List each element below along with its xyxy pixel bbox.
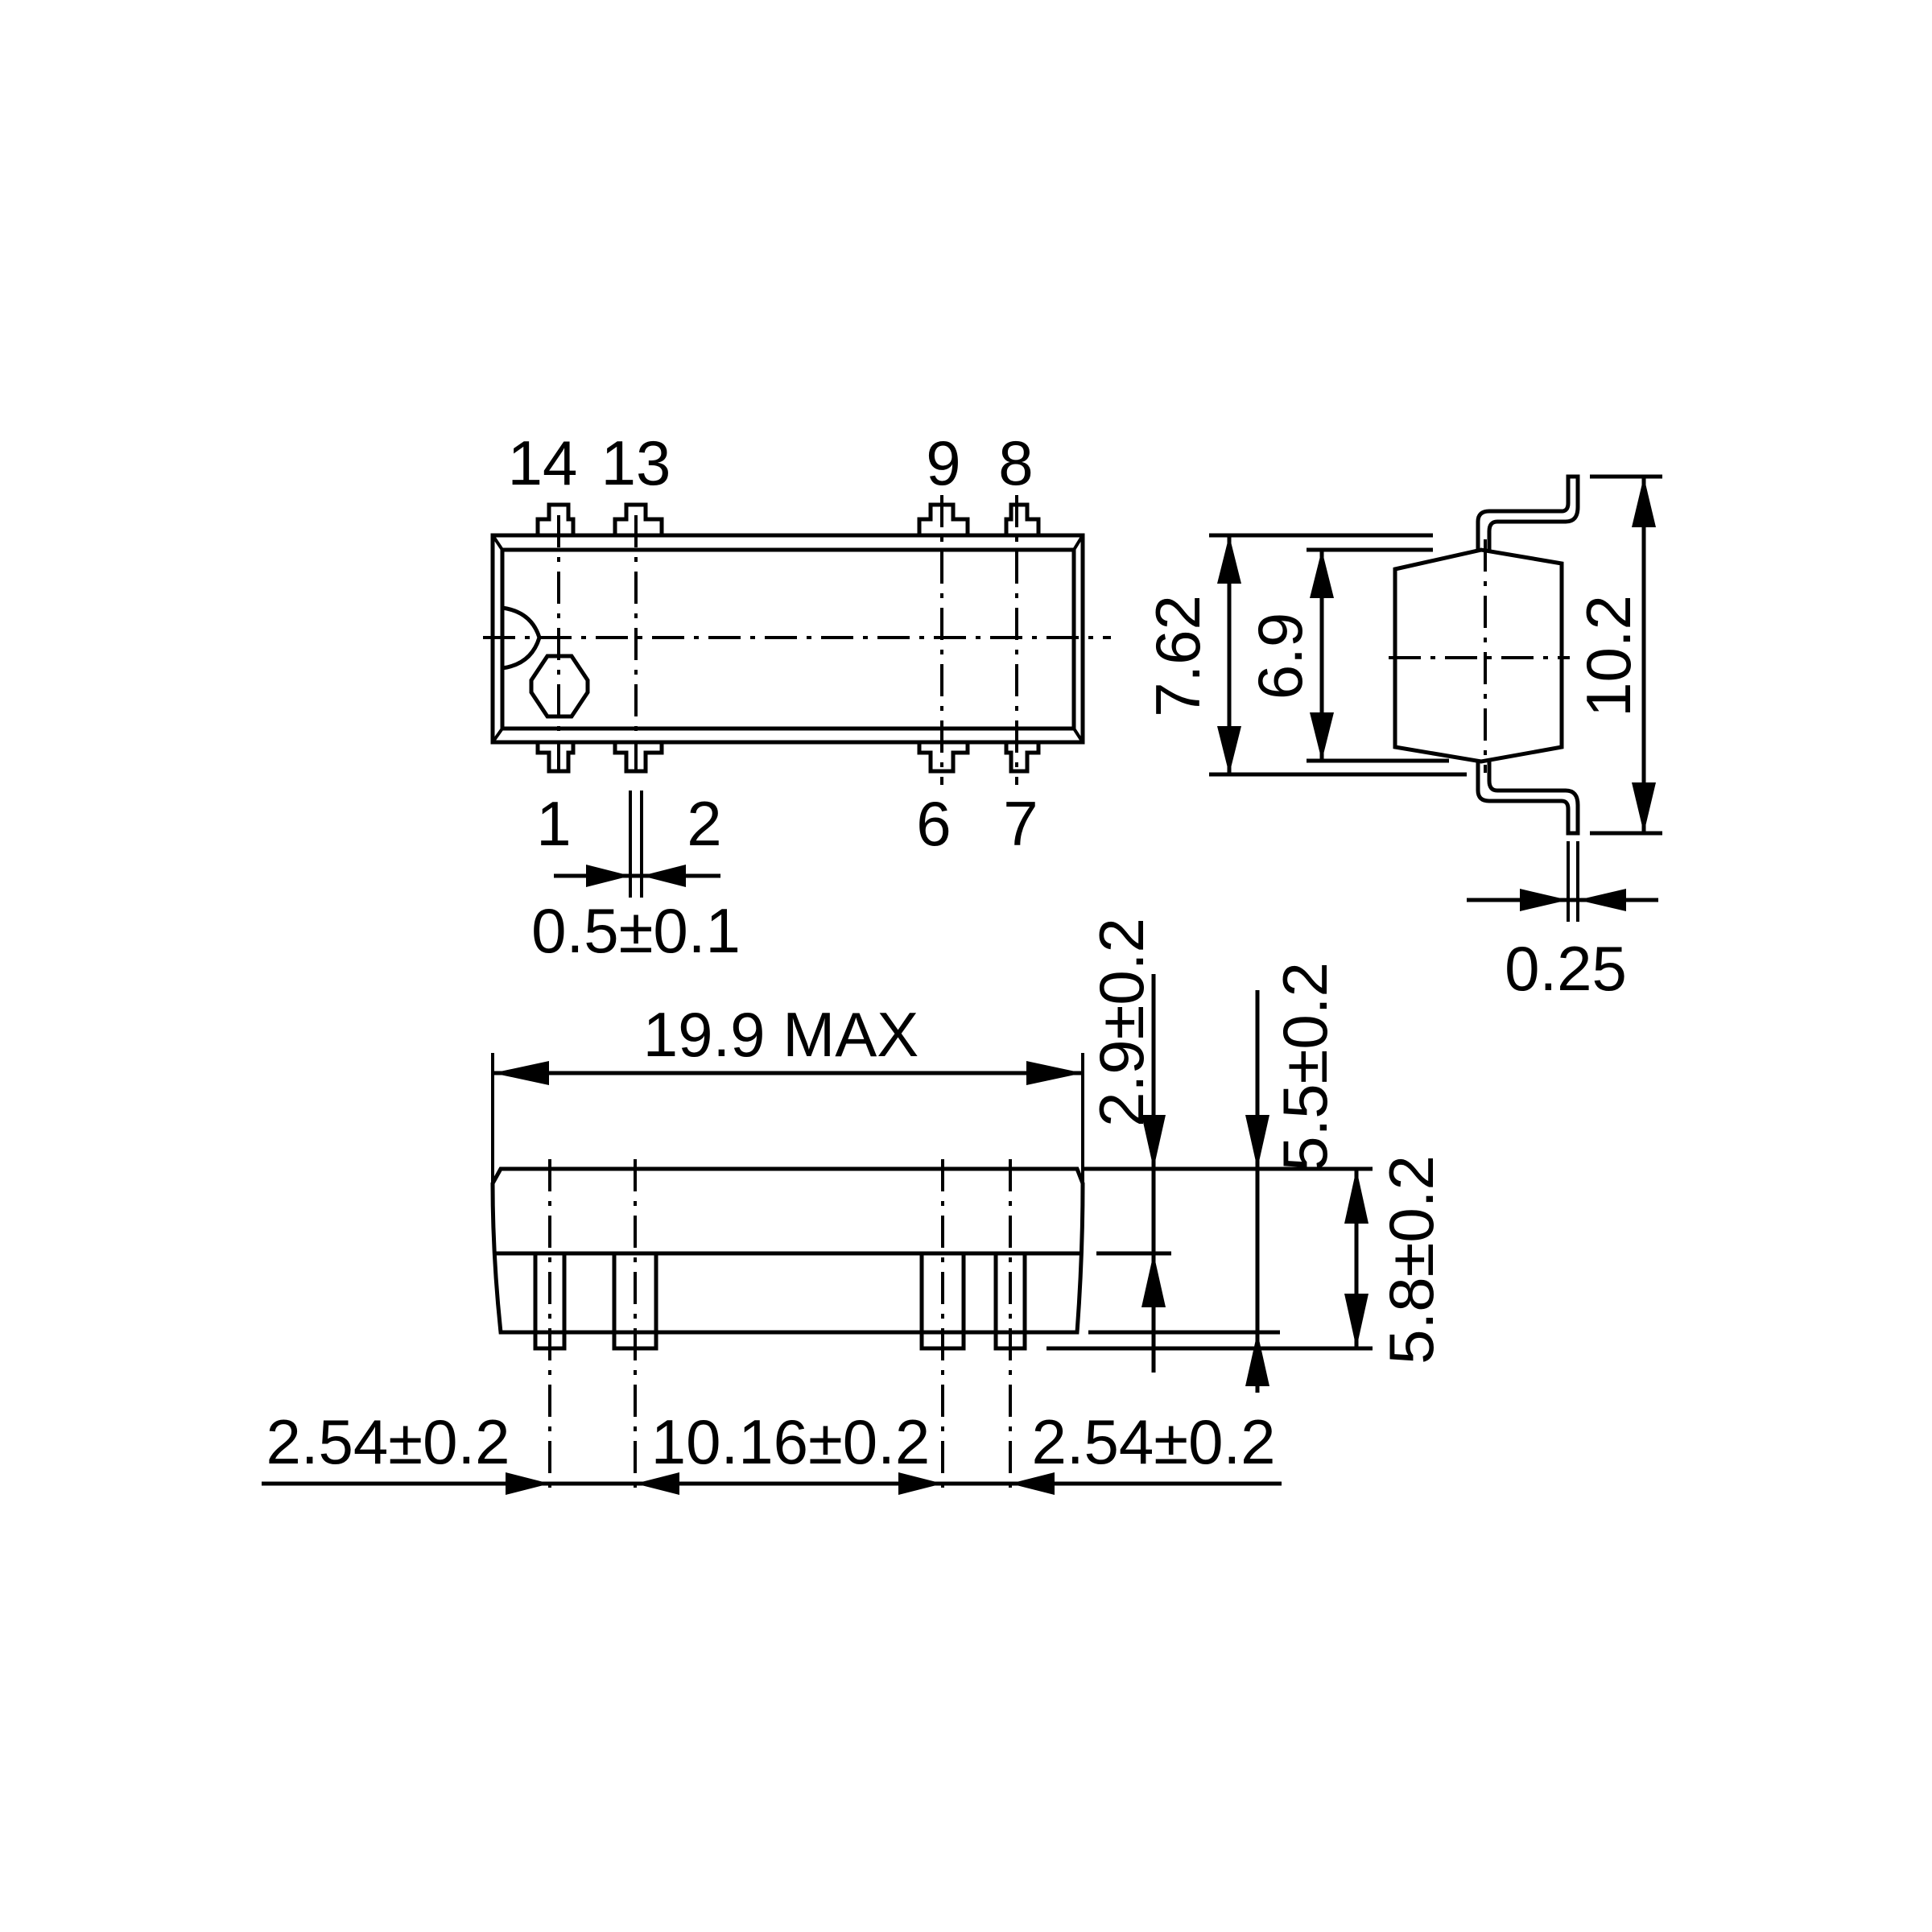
pin-label-9: 9 [926,427,960,498]
pin-label-7: 7 [1003,788,1038,859]
dim-lead-thickness: 0.25 [1505,933,1627,1004]
side-view-body [1393,547,1564,764]
dim-body-height: 5.5±0.2 [1269,962,1340,1171]
dim-body-width-inner: 6.9 [1245,613,1315,700]
dim-pin-width: 0.5±0.1 [531,791,741,966]
dim-pitch-left: 2.54±0.2 [266,1406,510,1477]
dim-lead-span: 10.2 [1573,595,1644,717]
pin-label-2: 2 [687,788,721,859]
pin-label-14: 14 [508,427,578,498]
dim-lead-height: 2.9±0.2 [1086,918,1157,1127]
top-pins [535,502,1041,535]
pin1-notch-icon [502,605,542,671]
bottom-pins [535,742,1041,774]
front-view-body [490,1166,1085,1335]
front-view: 19.9 MAX 2.9±0.2 5.5±0.2 5.8±0.2 2.54±0.… [262,918,1447,1497]
pin-label-1: 1 [536,788,571,859]
svg-text:0.5±0.1: 0.5±0.1 [531,895,741,966]
dim-pitch-middle: 10.16±0.2 [651,1406,930,1477]
dim-length: 19.9 MAX [643,999,919,1070]
top-view: 14 13 9 8 1 2 6 7 0.5±0.1 [483,427,1111,966]
dim-body-width-outer: 7.62 [1142,595,1213,717]
side-view: 7.62 6.9 10.2 0.25 [1142,474,1662,1004]
dim-pitch-right: 2.54±0.2 [1031,1406,1275,1477]
dim-overall-height: 5.8±0.2 [1376,1155,1447,1364]
pin-label-6: 6 [916,788,951,859]
pin-label-8: 8 [998,427,1033,498]
pin-label-13: 13 [601,427,671,498]
pin1-dot-icon [529,654,590,719]
